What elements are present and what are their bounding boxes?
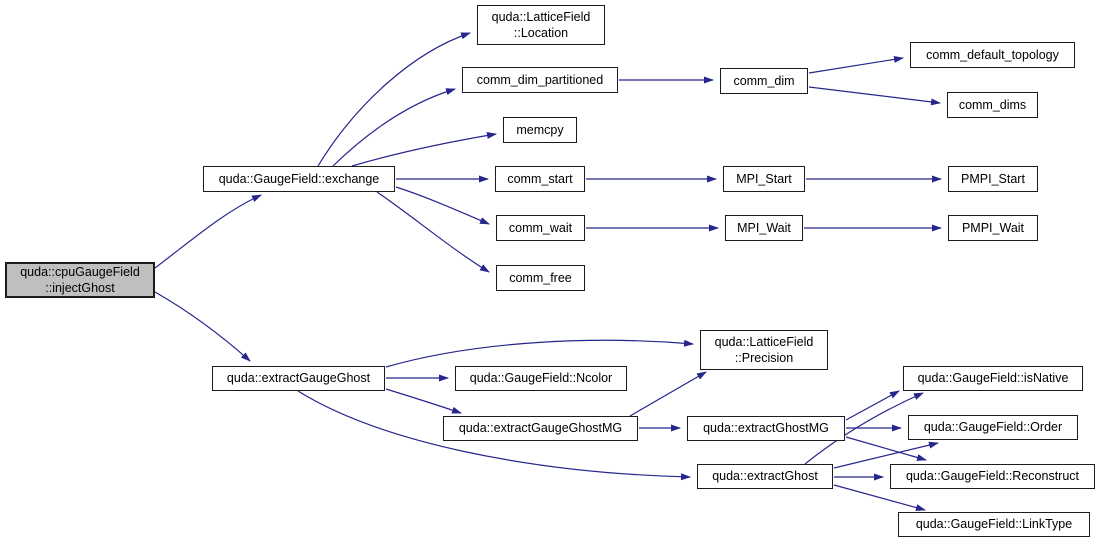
node-comm-dims[interactable]: comm_dims <box>947 92 1038 118</box>
node-exchange[interactable]: quda::GaugeField::exchange <box>203 166 395 192</box>
node-comm-free[interactable]: comm_free <box>496 265 585 291</box>
node-precision[interactable]: quda::LatticeField ::Precision <box>700 330 828 370</box>
node-is-native[interactable]: quda::GaugeField::isNative <box>903 366 1083 391</box>
edge-inject-ghost-to-extract-gauge-ghost <box>154 291 251 362</box>
node-pmpi-start[interactable]: PMPI_Start <box>948 166 1038 192</box>
edge-exchange-to-memcpy <box>351 132 497 167</box>
node-mpi-wait[interactable]: MPI_Wait <box>725 215 803 241</box>
edge-comm-dim-to-comm-dims <box>808 86 941 106</box>
node-reconstruct[interactable]: quda::GaugeField::Reconstruct <box>890 464 1095 489</box>
edge-exchange-to-location <box>317 32 471 167</box>
edge-exchange-to-comm-dim-partitioned <box>332 88 456 167</box>
edge-extract-ghost-to-link-type <box>833 484 926 511</box>
node-extract-ghost[interactable]: quda::extractGhost <box>697 464 833 489</box>
node-comm-dim[interactable]: comm_dim <box>720 68 808 94</box>
node-extract-gauge-ghost[interactable]: quda::extractGaugeGhost <box>212 366 385 391</box>
edge-extract-ghost-to-is-native <box>804 392 924 465</box>
edge-extract-gauge-ghost-to-precision <box>385 339 694 368</box>
node-extract-gauge-ghost-mg[interactable]: quda::extractGaugeGhostMG <box>443 416 638 441</box>
node-memcpy[interactable]: memcpy <box>503 117 577 143</box>
edge-extract-gauge-ghost-to-extract-ghost <box>297 390 691 481</box>
edge-comm-dim-to-comm-default-topology <box>808 55 904 74</box>
node-order[interactable]: quda::GaugeField::Order <box>908 415 1078 440</box>
edge-inject-ghost-to-exchange <box>154 194 262 269</box>
node-extract-ghost-mg[interactable]: quda::extractGhostMG <box>687 416 845 441</box>
node-link-type[interactable]: quda::GaugeField::LinkType <box>898 512 1090 537</box>
node-location[interactable]: quda::LatticeField ::Location <box>477 5 605 45</box>
edge-extract-ghost-mg-to-is-native <box>845 390 900 421</box>
edge-exchange-to-comm-free <box>376 191 490 273</box>
node-ncolor[interactable]: quda::GaugeField::Ncolor <box>455 366 627 391</box>
edge-extract-ghost-to-order <box>833 441 939 469</box>
node-mpi-start[interactable]: MPI_Start <box>723 166 805 192</box>
edge-exchange-to-comm-wait <box>395 186 490 225</box>
node-comm-start[interactable]: comm_start <box>495 166 585 192</box>
node-comm-default-topology[interactable]: comm_default_topology <box>910 42 1075 68</box>
edge-extract-gauge-ghost-mg-to-precision <box>629 371 707 417</box>
edge-extract-ghost-mg-to-reconstruct <box>845 436 927 461</box>
edge-extract-gauge-ghost-to-extract-gauge-ghost-mg <box>385 388 462 414</box>
node-inject-ghost: quda::cpuGaugeField ::injectGhost <box>5 262 155 298</box>
node-pmpi-wait[interactable]: PMPI_Wait <box>948 215 1038 241</box>
node-comm-wait[interactable]: comm_wait <box>496 215 585 241</box>
node-comm-dim-partitioned[interactable]: comm_dim_partitioned <box>462 67 618 93</box>
